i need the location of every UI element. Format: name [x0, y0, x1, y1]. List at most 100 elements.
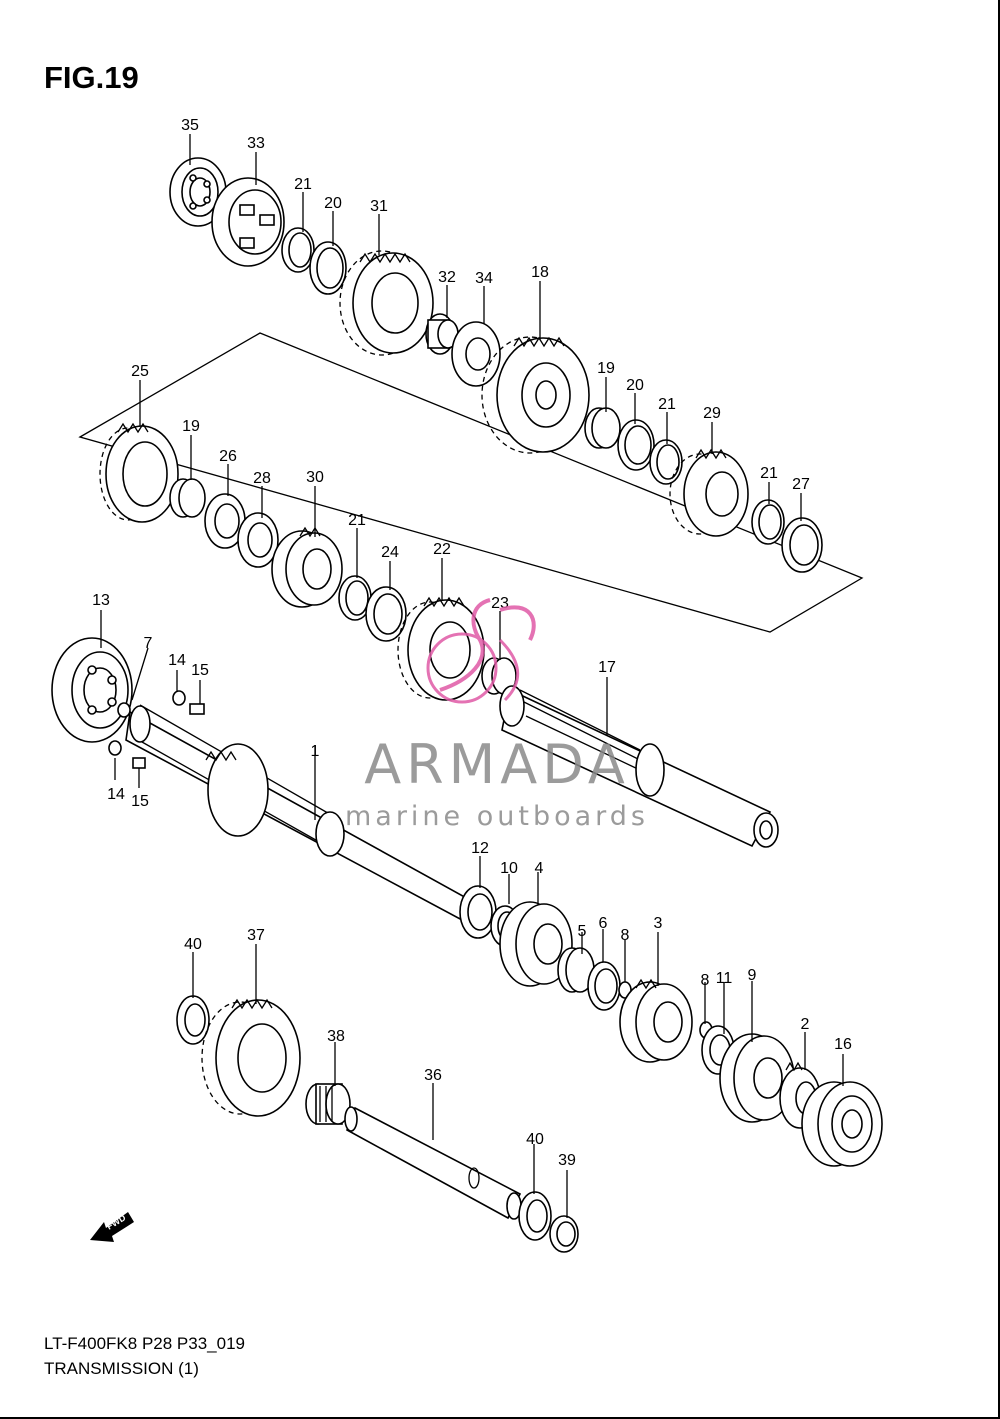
callout-1: 1	[311, 743, 320, 760]
callout-labels: 35 33 21 20 31 32 34 18 19 20 21 29 21 2…	[92, 117, 852, 1169]
callout-37: 37	[247, 927, 265, 944]
figure-title: FIG.19	[44, 60, 139, 95]
gear-33	[211, 177, 285, 267]
callout-5: 5	[578, 923, 587, 940]
callout-22: 22	[433, 541, 451, 558]
callout-29: 29	[703, 405, 721, 422]
watermark: ARMADA marine outboards	[345, 598, 649, 832]
countershaft-17	[499, 685, 779, 848]
callout-33: 33	[247, 135, 265, 152]
gear-18	[481, 336, 590, 454]
callout-2: 2	[801, 1016, 810, 1033]
watermark-brand: ARMADA	[364, 733, 630, 796]
gear-25	[99, 422, 179, 523]
circlip-21-far	[751, 499, 785, 545]
callout-39: 39	[558, 1152, 576, 1169]
gear-30	[271, 526, 343, 608]
callout-11: 11	[716, 970, 733, 987]
callout-3: 3	[654, 915, 663, 932]
washer-20-right	[617, 419, 655, 471]
gear-37	[201, 998, 301, 1117]
callout-18: 18	[531, 264, 549, 281]
callout-21: 21	[760, 465, 778, 482]
washer-27	[781, 517, 823, 573]
washer-34	[451, 321, 501, 387]
washer-14-lower	[108, 740, 122, 756]
callout-35: 35	[181, 117, 199, 134]
shaft-36	[344, 1106, 522, 1220]
callout-40: 40	[526, 1131, 544, 1148]
sub-assembly-outline	[78, 332, 864, 633]
lock-washer-26	[204, 493, 246, 549]
callout-19: 19	[597, 360, 615, 377]
washer-40-left	[176, 995, 210, 1045]
leader-lines	[100, 134, 844, 1218]
callout-20: 20	[626, 377, 644, 394]
washer-20-top	[309, 241, 347, 295]
callout-25: 25	[131, 363, 149, 380]
callout-14: 14	[107, 786, 125, 803]
washer-12	[459, 885, 497, 939]
callout-4: 4	[535, 860, 544, 877]
bearing-35	[169, 157, 227, 227]
callout-31: 31	[370, 198, 388, 215]
callout-20: 20	[324, 195, 342, 212]
model-code: LT-F400FK8 P28 P33_019	[44, 1334, 245, 1353]
needle-bearing-32	[425, 313, 459, 355]
watermark-logo-icon	[426, 598, 536, 704]
circlip-39	[549, 1215, 579, 1253]
bushing-5	[557, 947, 595, 993]
bolt-15-upper	[189, 703, 205, 715]
circlip-21-right	[649, 439, 683, 485]
callout-17: 17	[598, 659, 616, 676]
washer-28	[237, 512, 279, 568]
callout-21: 21	[658, 396, 676, 413]
callout-27: 27	[792, 476, 810, 493]
gear-31	[339, 250, 434, 356]
callout-36: 36	[424, 1067, 442, 1084]
callout-16: 16	[834, 1036, 852, 1053]
watermark-tagline: marine outboards	[345, 801, 649, 832]
gear-29	[669, 448, 749, 537]
section-title: TRANSMISSION (1)	[44, 1359, 199, 1378]
callout-19: 19	[182, 418, 200, 435]
callout-8: 8	[701, 972, 710, 989]
washer-6	[587, 961, 621, 1011]
bolt-15-lower	[132, 757, 146, 769]
gear-4	[499, 901, 573, 987]
callout-15: 15	[131, 793, 149, 810]
callout-13: 13	[92, 592, 110, 609]
callout-10: 10	[500, 860, 518, 877]
callout-24: 24	[381, 544, 399, 561]
washer-40-right	[518, 1191, 552, 1241]
gear-9	[719, 1033, 795, 1123]
washer-14-upper	[172, 690, 186, 706]
callout-38: 38	[327, 1028, 345, 1045]
circlip-21-top	[281, 227, 315, 273]
callout-21: 21	[348, 512, 366, 529]
callout-32: 32	[438, 269, 456, 286]
gear-22	[397, 596, 485, 701]
callout-8: 8	[621, 927, 630, 944]
bearing-13	[51, 637, 133, 743]
gear-3	[619, 978, 693, 1063]
bearing-16	[801, 1081, 883, 1167]
callout-9: 9	[748, 967, 757, 984]
forward-arrow-icon: FWD	[90, 1212, 134, 1242]
callout-28: 28	[253, 470, 271, 487]
bushing-19-left	[169, 478, 206, 518]
callout-7: 7	[144, 635, 153, 652]
callout-14: 14	[168, 652, 186, 669]
callout-34: 34	[475, 270, 493, 287]
needle-bearing-38	[305, 1083, 351, 1125]
callout-30: 30	[306, 469, 324, 486]
callout-6: 6	[599, 915, 608, 932]
washer-24	[365, 586, 407, 642]
bushing-19-right	[584, 407, 621, 449]
callout-12: 12	[471, 840, 489, 857]
pin-7	[117, 702, 131, 718]
callout-21: 21	[294, 176, 312, 193]
callout-40: 40	[184, 936, 202, 953]
callout-15: 15	[191, 662, 209, 679]
